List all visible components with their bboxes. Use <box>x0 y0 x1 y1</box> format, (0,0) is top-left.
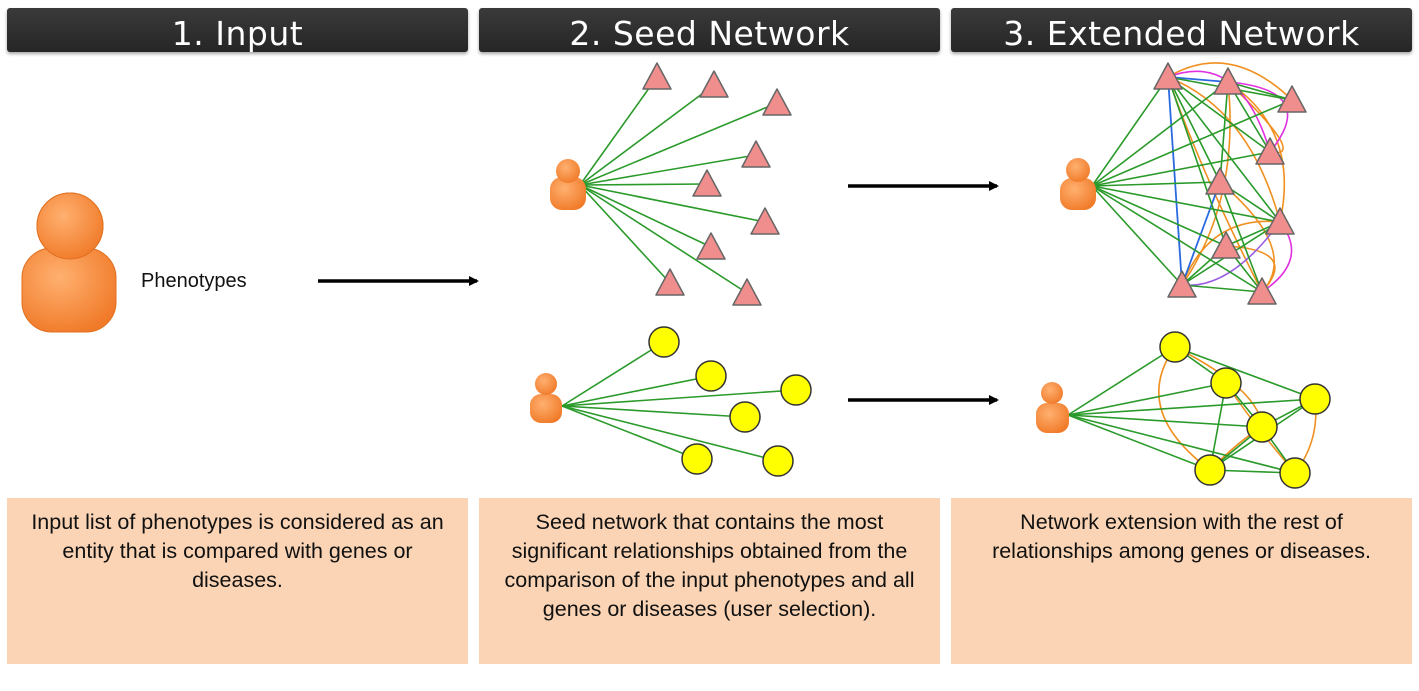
seed-network-circles <box>530 326 812 477</box>
extended-network-circles <box>1036 331 1331 489</box>
seed-person-icon-bottom <box>530 373 562 423</box>
step-3-header: 3. Extended Network <box>951 8 1412 53</box>
seed-person-icon-top <box>550 159 586 210</box>
step-2-header: 2. Seed Network <box>479 8 940 53</box>
phenotypes-label: Phenotypes <box>141 270 247 292</box>
step-3-description: Network extension with the rest of relat… <box>951 498 1412 664</box>
step-1-header: 1. Input <box>7 8 468 53</box>
input-person-icon <box>21 192 117 333</box>
step-2-description: Seed network that contains the most sign… <box>479 498 940 664</box>
extended-person-icon-bottom <box>1036 382 1069 433</box>
extended-person-icon-top <box>1060 158 1096 210</box>
extended-network-triangles <box>1060 62 1307 305</box>
step-1-description: Input list of phenotypes is considered a… <box>7 498 468 664</box>
seed-network-triangles <box>550 62 792 306</box>
